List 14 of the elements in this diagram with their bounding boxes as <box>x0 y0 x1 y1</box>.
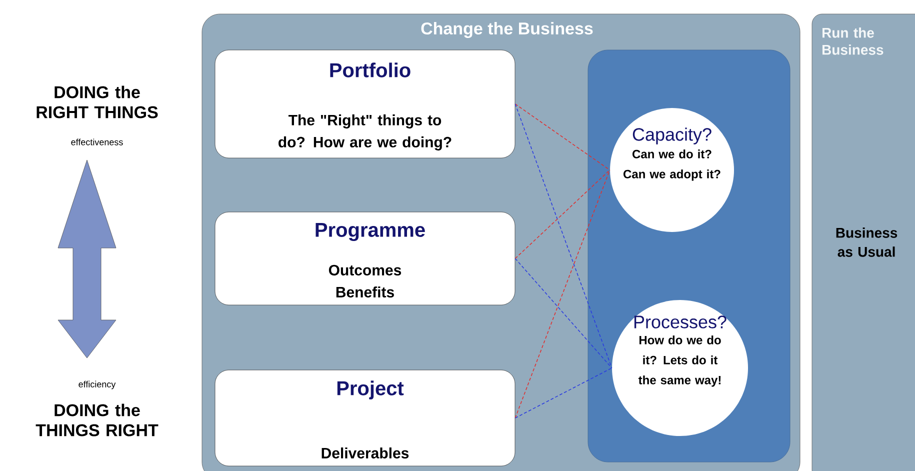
connector-line <box>514 104 612 368</box>
connector-line <box>514 170 610 418</box>
process-box: Portfolio The "Right" things to do? How are we doing? <box>214 50 516 158</box>
connector-line <box>514 170 610 259</box>
process-box: Project Deliverables <box>214 370 516 466</box>
side-heading: DOING the THINGS RIGHT <box>36 404 158 436</box>
connector-line <box>514 258 612 368</box>
connector-line <box>514 368 612 418</box>
side-panel: Run the Business Business as Usual <box>812 14 915 471</box>
side-note: effectiveness <box>71 138 123 146</box>
side-heading: DOING the RIGHT THINGS <box>36 86 158 118</box>
side-note: efficiency <box>78 380 116 390</box>
process-box: Programme Outcomes Benefits <box>214 212 516 306</box>
connector-line <box>514 104 610 170</box>
